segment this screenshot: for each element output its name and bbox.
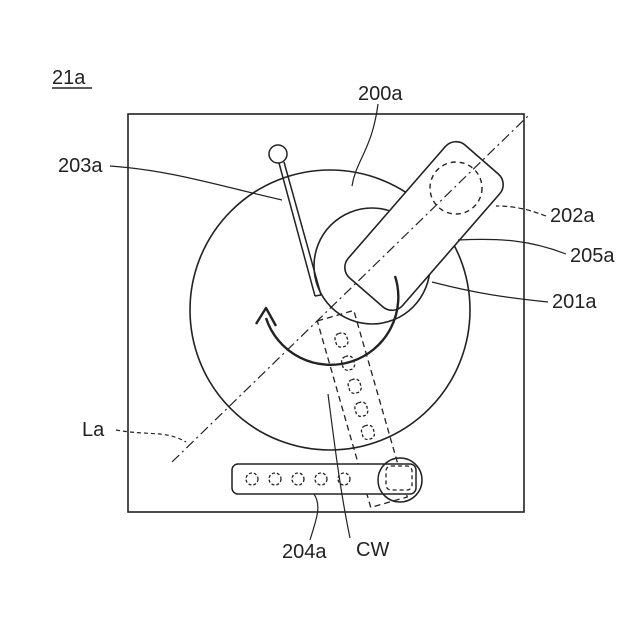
rod-left-edge (279, 163, 315, 296)
leader-cover-plate (458, 239, 566, 254)
leader-sensor-window (496, 206, 546, 216)
rod-knob (269, 145, 287, 163)
label-slot-strip: 204a (282, 541, 327, 563)
leader-slot-strip (310, 494, 318, 540)
label-inner-disc: 201a (552, 291, 597, 313)
figure-number: 21a (52, 67, 86, 89)
rod-right-edge (284, 162, 321, 295)
leader-rod (110, 166, 282, 200)
leader-axis-line (116, 430, 186, 442)
label-sensor-window: 202a (550, 205, 595, 227)
label-rotation-direction: CW (356, 539, 389, 561)
leader-inner-disc (432, 282, 548, 302)
label-axis-line: La (82, 419, 105, 441)
rod-tip (315, 295, 321, 296)
label-base-unit: 200a (358, 83, 403, 105)
rotation-arrowhead (256, 308, 276, 326)
label-rod: 203a (58, 155, 103, 177)
label-cover-plate: 205a (570, 245, 615, 267)
axis-line (172, 116, 528, 462)
